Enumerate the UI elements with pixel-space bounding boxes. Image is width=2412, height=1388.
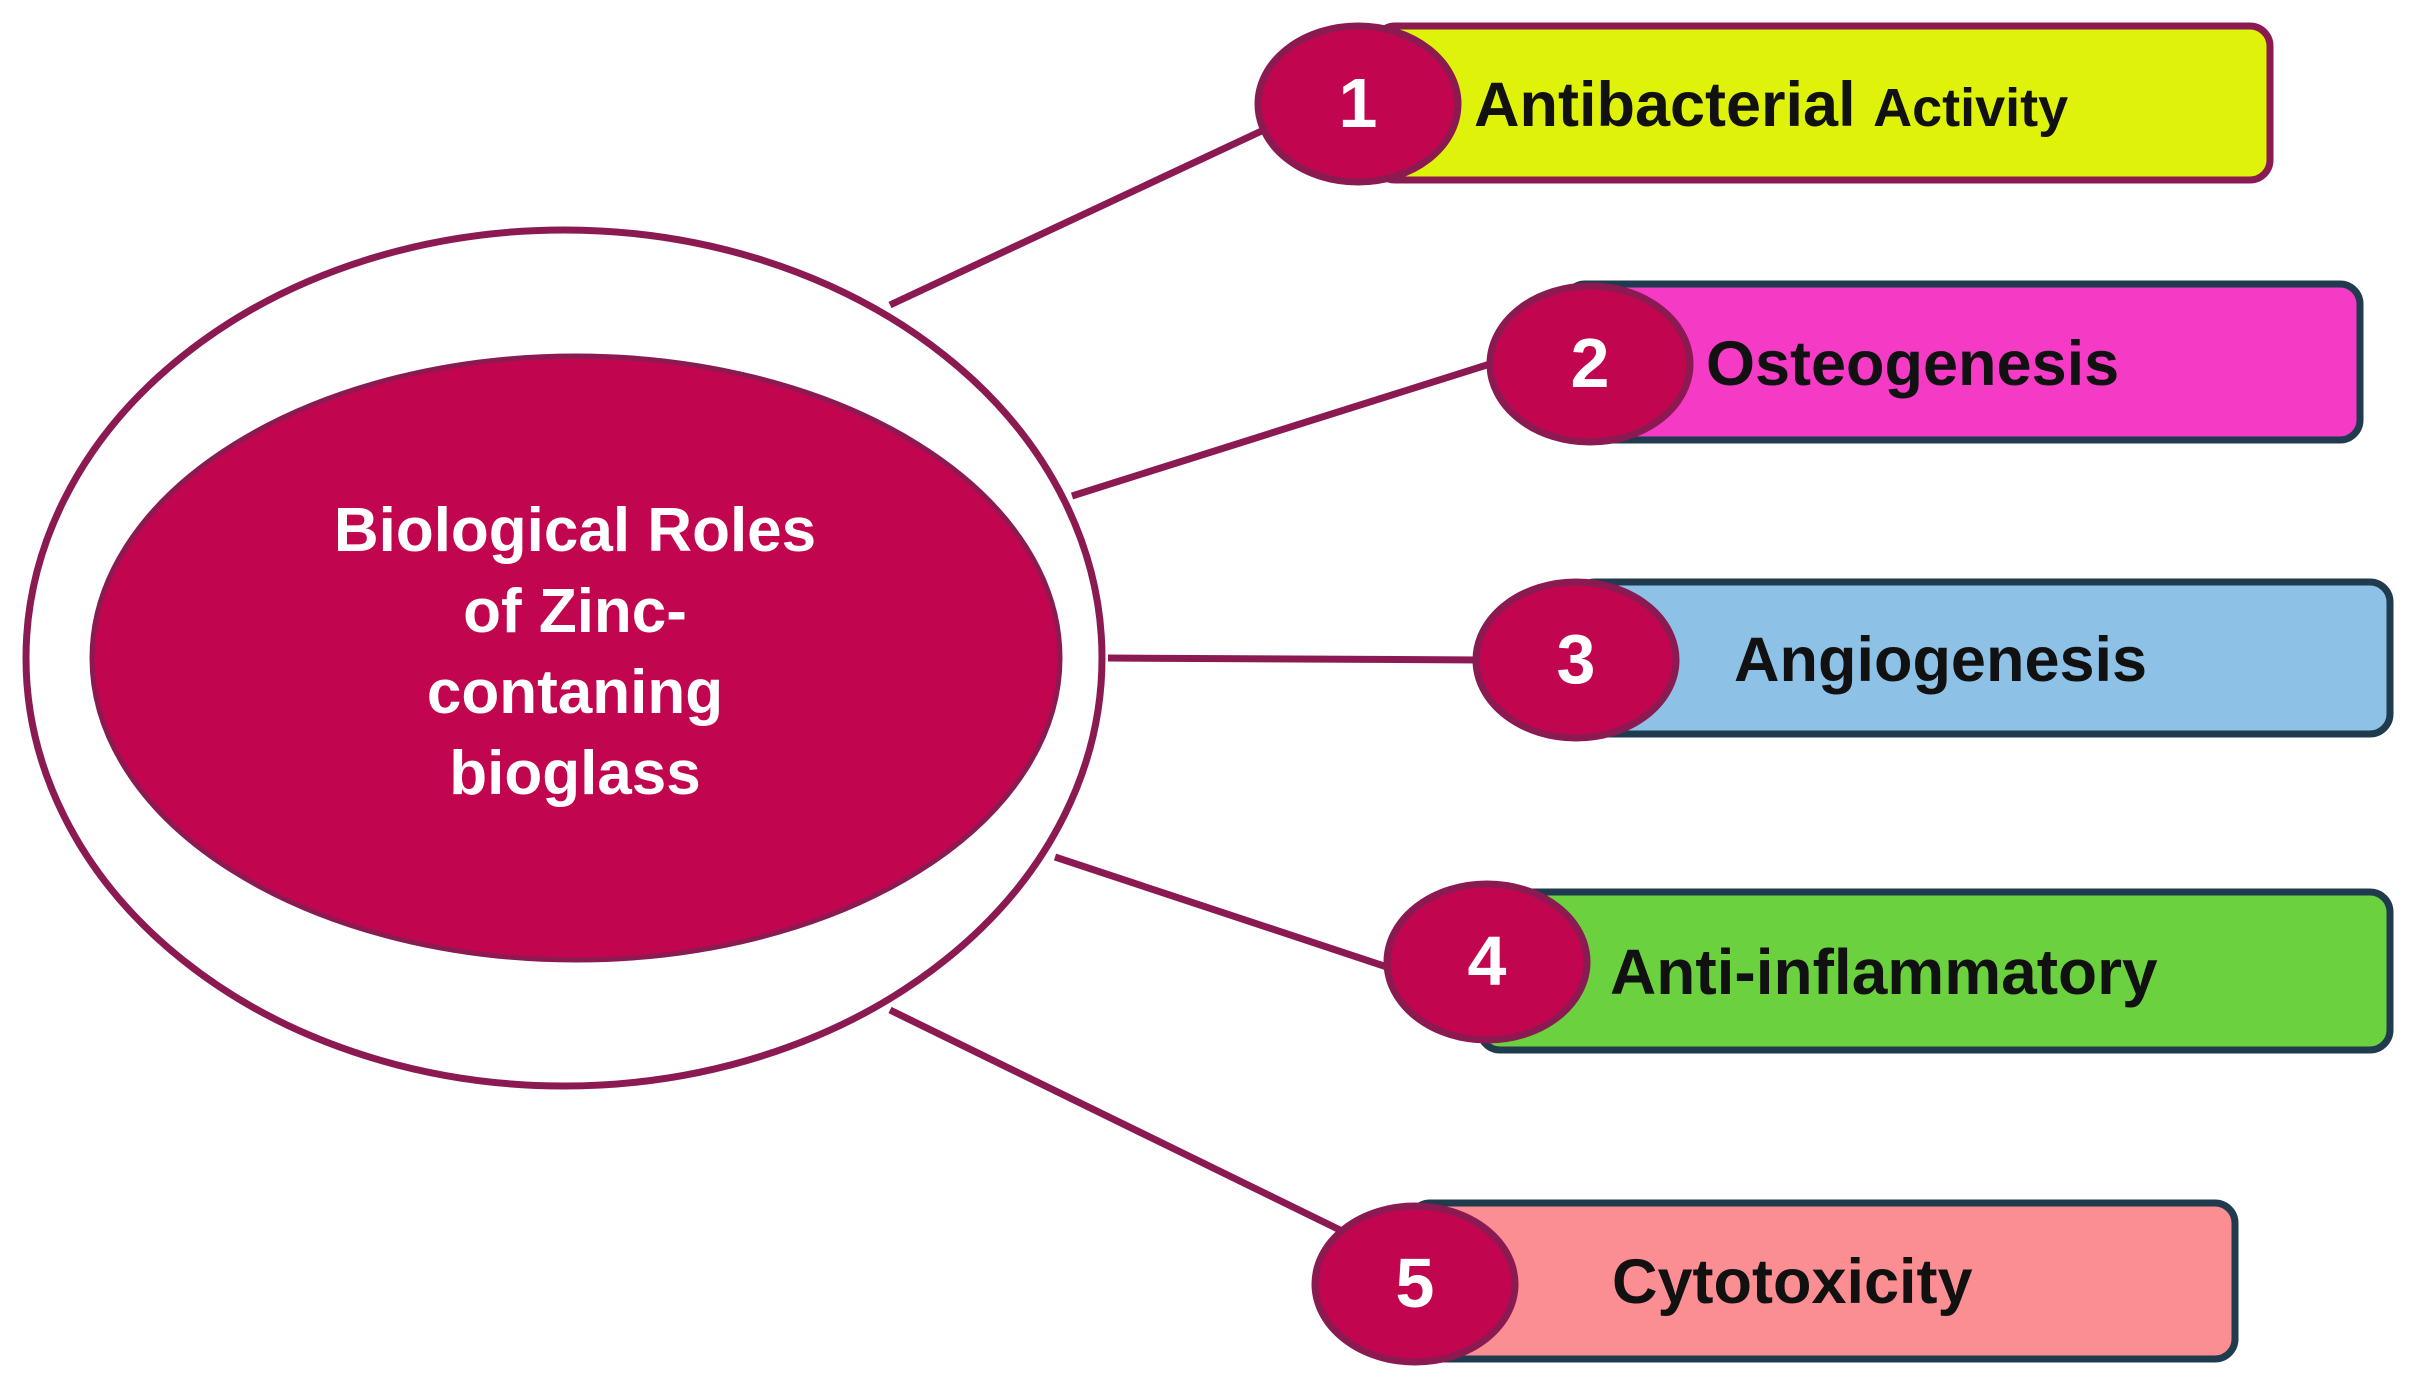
center-title-line-3: contaning bbox=[426, 658, 724, 727]
item-label-5: Cytotoxicity bbox=[1612, 1247, 1973, 1317]
connector-5 bbox=[888, 1006, 1342, 1234]
connector-4 bbox=[1053, 853, 1392, 972]
connector-2 bbox=[1070, 360, 1492, 500]
center-title: Biological Roles of Zinc- contaning biog… bbox=[190, 490, 960, 814]
item-label-1-main: Antibacterial bbox=[1474, 70, 1856, 140]
item-label-1: Antibacterial Activity bbox=[1474, 74, 2068, 137]
connector-3 bbox=[1107, 654, 1481, 664]
center-title-line-2: of Zinc- bbox=[463, 577, 687, 646]
center-title-line-1: Biological Roles bbox=[333, 496, 817, 565]
center-title-line-4: bioglass bbox=[449, 739, 701, 808]
badge-2 bbox=[1486, 282, 1694, 446]
connectors bbox=[888, 124, 1492, 1234]
badge-number-1: 1 bbox=[1338, 64, 1378, 142]
badge-5 bbox=[1311, 1202, 1519, 1366]
item-label-2: Osteogenesis bbox=[1706, 329, 2120, 399]
badge-1 bbox=[1254, 22, 1462, 186]
item-label-3: Angiogenesis bbox=[1734, 625, 2148, 695]
item-label-4: Anti-inflammatory bbox=[1610, 936, 2158, 1008]
item-label-1-suffix: Activity bbox=[1873, 78, 2069, 138]
badge-number-3: 3 bbox=[1556, 620, 1596, 698]
badge-number-4: 4 bbox=[1467, 922, 1507, 1000]
connector-1 bbox=[888, 124, 1270, 309]
center-inner-ellipse bbox=[89, 353, 1063, 963]
badge-number-2: 2 bbox=[1570, 324, 1610, 402]
badge-4 bbox=[1383, 880, 1591, 1044]
badge-number-5: 5 bbox=[1395, 1244, 1435, 1322]
badge-3 bbox=[1472, 578, 1680, 742]
